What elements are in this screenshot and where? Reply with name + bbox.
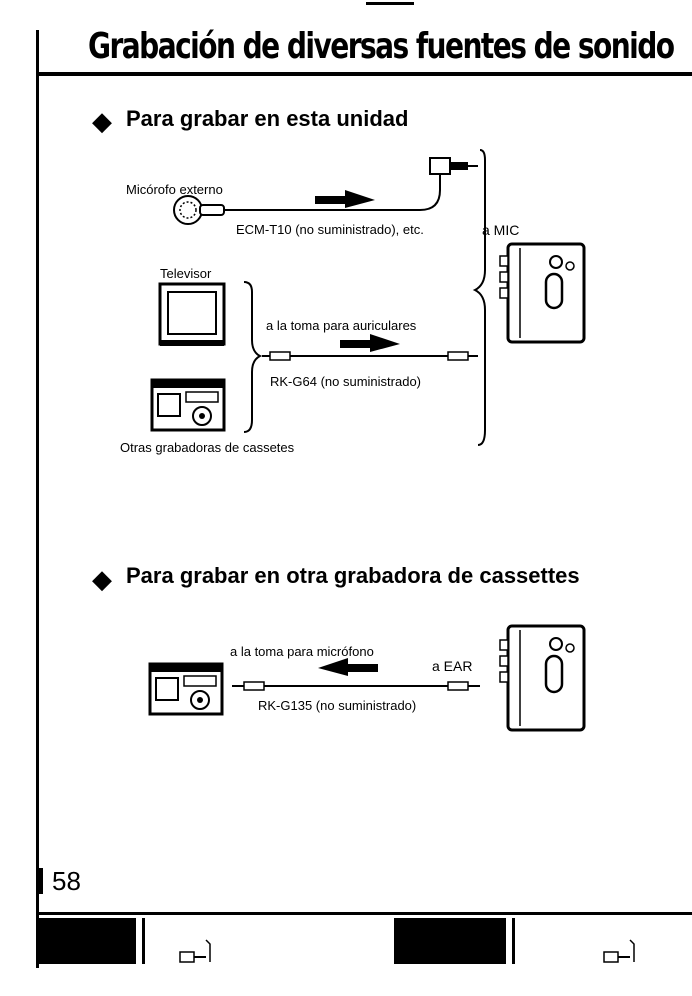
arrow-icon-3 [318,658,378,676]
radio-cassette-icon-1 [150,378,226,432]
arrow-icon-2 [340,334,400,352]
plug-icon-1 [429,157,478,175]
mic-input-label: a MIC [482,222,520,238]
left-margin-rule [36,30,39,968]
brace-icon-right [472,149,486,446]
cable-icon-1 [262,351,478,361]
plug-icon-bottom-1 [179,939,211,963]
headphone-jack-label: a la toma para auriculares [266,318,417,333]
mic-jack-label: a la toma para micrófono [230,644,374,659]
microphone-icon [173,195,225,225]
bottom-black-block-2 [394,918,506,964]
section2-heading: Para grabar en otra grabadora de cassett… [126,563,580,588]
section1-heading: Para grabar en esta unidad [126,106,409,131]
radio-cassette-icon-2 [148,662,224,716]
title-underline [36,72,692,76]
diamond-bullet-icon: ◆ [92,106,112,136]
bottom-divider-1 [142,918,145,964]
page-number: 58 [52,866,81,896]
bottom-divider-2 [512,918,515,964]
arrow-icon-1 [315,190,375,208]
ear-output-label: a EAR [432,658,473,674]
page-title: Grabación de diversas fuentes de sonido [88,26,675,67]
cable2-label: RK-G135 (no suministrado) [258,698,417,713]
brace-icon-left [243,281,263,433]
walkman-icon-2 [499,624,586,732]
television-icon [158,282,226,346]
mic-model-label: ECM-T10 (no suministrado), etc. [236,222,424,237]
bottom-black-block-1 [36,918,136,964]
diamond-bullet-icon-2: ◆ [92,564,112,594]
page-number-marker [36,868,43,894]
bottom-rule [36,912,692,915]
mic-label: Micórofo externo [126,182,223,197]
other-recorders-label: Otras grabadoras de cassetes [120,440,295,455]
tv-label: Televisor [160,266,212,281]
cable1-label: RK-G64 (no suministrado) [270,374,421,389]
walkman-icon-1 [499,242,586,344]
plug-icon-bottom-2 [603,939,635,963]
cable-icon-2 [232,681,480,691]
top-fragment-mark [366,2,414,5]
microphone-cable [224,170,441,211]
